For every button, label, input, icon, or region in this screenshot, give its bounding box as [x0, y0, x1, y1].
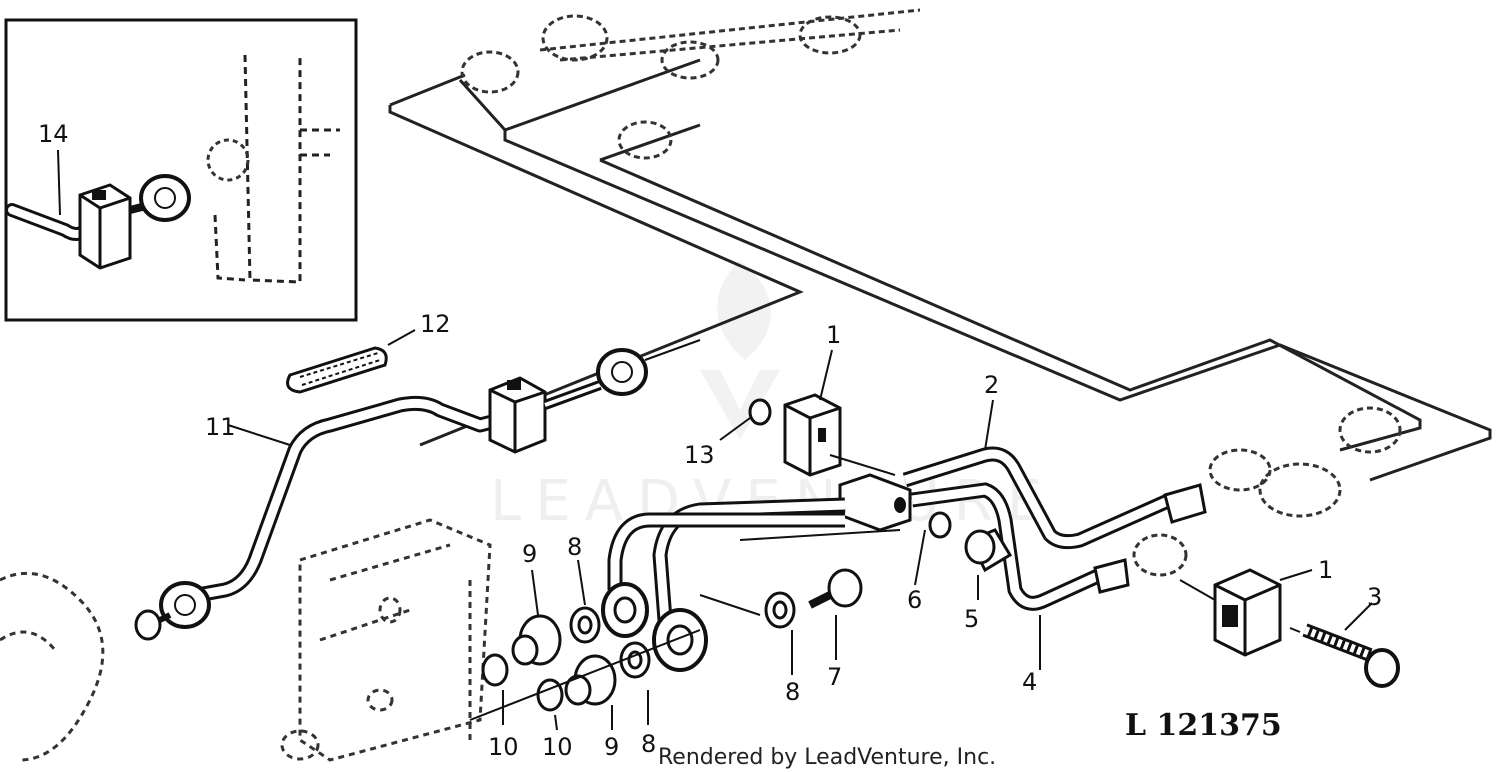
part-10-washer-upper	[481, 653, 509, 687]
callout-11: 11	[205, 413, 236, 441]
watermark-v-icon	[700, 370, 780, 440]
callout-6: 6	[907, 586, 922, 614]
watermark-flame-icon	[717, 260, 771, 360]
part-13-nut	[748, 398, 772, 426]
inset-clamp-block	[78, 183, 132, 270]
part-3-bolt	[1289, 623, 1400, 688]
callout-2: 2	[984, 371, 999, 399]
callout-4: 4	[1022, 668, 1037, 696]
callout-13: 13	[684, 441, 715, 469]
callout-10-right: 10	[542, 733, 573, 761]
callout-8-lower: 8	[641, 730, 656, 758]
small-parts	[481, 511, 1013, 712]
inset-fitting-nut	[139, 174, 191, 222]
banjo-pipes	[601, 497, 901, 672]
part-11-line	[134, 395, 502, 641]
part-12-sleeve	[286, 346, 388, 394]
callouts: 1 1 2 3 4 5 6 7 8 8 8 9 9 10 10 11 12 13	[205, 310, 1382, 761]
part-11-clamp	[488, 339, 701, 454]
callout-9-upper: 9	[522, 540, 537, 568]
inset-housing-outline	[243, 54, 302, 284]
callout-9-lower: 9	[604, 733, 619, 761]
inset-detail: 14	[4, 18, 358, 322]
part-10-washer-lower	[536, 678, 564, 712]
frame-outline	[388, 58, 1492, 482]
callout-3: 3	[1367, 583, 1382, 611]
part-5-bolt-head	[964, 529, 996, 565]
inset-port	[206, 138, 250, 182]
hidden-parts	[460, 8, 1402, 577]
callout-8-right: 8	[785, 678, 800, 706]
callout-12: 12	[420, 310, 451, 338]
part-6-washer	[928, 511, 952, 539]
part-1-clamp-lower	[1179, 568, 1282, 657]
callout-1-lower: 1	[1318, 556, 1333, 584]
callout-8-upper: 8	[567, 533, 582, 561]
callout-7: 7	[827, 663, 842, 691]
callout-14: 14	[38, 120, 69, 148]
inset-frame	[4, 18, 358, 322]
figure-id: L 121375	[1125, 708, 1282, 743]
part-7-bolt	[827, 568, 863, 608]
callout-5: 5	[964, 605, 979, 633]
part-2-pipe	[902, 446, 1207, 550]
callout-1-upper: 1	[826, 321, 841, 349]
part-1-clamp-upper	[748, 393, 842, 477]
callout-14-leader	[57, 149, 61, 216]
engine-block	[0, 518, 492, 762]
render-credit: Rendered by LeadVenture, Inc.	[658, 745, 996, 770]
leader-lines	[227, 329, 1373, 731]
callout-10-left: 10	[488, 733, 519, 761]
